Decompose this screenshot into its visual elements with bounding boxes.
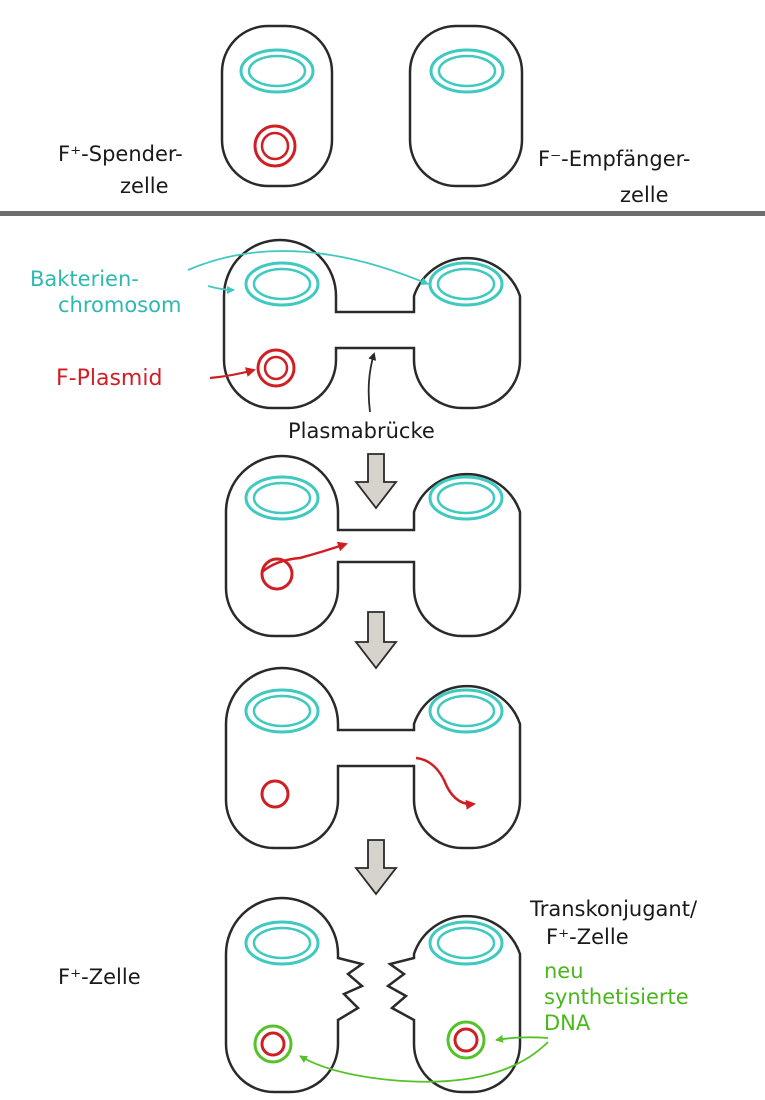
donor-label-line2: zelle <box>120 174 169 198</box>
stage-5-left-chromosome-inner <box>252 926 312 960</box>
stage-4-strand <box>415 756 476 810</box>
stage-3-right-chromosome-inner <box>436 481 496 515</box>
stage-2-bridge <box>187 238 522 413</box>
recipient-cell <box>408 24 524 188</box>
chromosome-pointer-left <box>207 285 235 294</box>
chromosome-label-line1: Bakterien- <box>30 267 139 291</box>
stage-2-right-chromosome <box>428 261 504 307</box>
stage-2-plasmid-inner <box>263 355 289 381</box>
stage-3-left-chromosome <box>244 475 320 521</box>
stage-2-cells-outline <box>222 238 522 410</box>
donor-label-line1: F⁺-Spender- <box>58 142 183 166</box>
donor-chromosome <box>239 48 315 94</box>
stage-2-left-chromosome-inner <box>252 267 312 301</box>
down-arrow-3 <box>354 839 398 896</box>
stage-4-plasmid <box>260 779 290 809</box>
bridge-label: Plasmabrücke <box>288 419 435 443</box>
stage-5-right-plasmid <box>453 1027 479 1053</box>
f-plus-cell-label: F⁺-Zelle <box>58 965 141 989</box>
new-dna-pointer-left <box>299 1041 549 1083</box>
donor-cell <box>220 24 334 188</box>
new-dna-pointer-right <box>495 1034 549 1043</box>
stage-3-cells-outline <box>224 454 522 638</box>
donor-plasmid-inner <box>260 131 290 161</box>
recipient-label-line1: F⁻-Empfänger- <box>538 147 691 171</box>
stage-5-right-chromosome-inner <box>436 926 496 960</box>
stage-5-right-cell <box>385 914 522 1094</box>
stage-5-separated <box>224 896 549 1094</box>
stage-4-strand-transferred <box>224 666 522 850</box>
stage-4-left-chromosome <box>244 688 320 734</box>
stage-5-right-chromosome <box>428 920 504 966</box>
recipient-chromosome-inner <box>437 54 497 88</box>
stage-2-right-chromosome-inner <box>436 267 496 301</box>
plasmid-pointer <box>209 367 256 380</box>
plasmid-label: F-Plasmid <box>56 366 163 391</box>
stage-2-left-chromosome <box>244 261 320 307</box>
bridge-pointer <box>367 352 377 413</box>
chromosome-pointer-right <box>187 250 429 285</box>
stage-3-right-chromosome <box>428 475 504 521</box>
stage-4-left-chromosome-inner <box>252 694 312 728</box>
new-dna-label-line1: neu <box>544 959 584 983</box>
chromosome-label-line2: chromosom <box>58 293 182 317</box>
donor-chromosome-inner <box>247 54 307 88</box>
transconjugant-label-line2: F⁺-Zelle <box>546 925 629 949</box>
stage-3-left-chromosome-inner <box>252 481 312 515</box>
donor-plasmid <box>253 124 297 168</box>
divider-line <box>0 211 765 216</box>
down-arrow-1 <box>354 453 398 510</box>
stage-3-plasmid <box>260 557 294 591</box>
new-dna-label-line3: DNA <box>544 1011 591 1035</box>
stage-5-left-chromosome <box>244 920 320 966</box>
recipient-label-line2: zelle <box>620 183 669 207</box>
transconjugant-label-line1: Transkonjugant/ <box>530 897 698 921</box>
new-dna-label-line2: synthetisierte <box>544 985 689 1009</box>
recipient-chromosome <box>429 48 505 94</box>
stage-5-right-new-dna <box>446 1020 486 1060</box>
stage-1-separate-cells <box>220 24 524 188</box>
stage-3-transfer-start <box>224 454 522 638</box>
stage-2-plasmid <box>256 348 296 388</box>
stage-3-strand <box>261 541 348 573</box>
stage-4-right-chromosome <box>428 688 504 734</box>
stage-5-left-plasmid <box>260 1031 286 1057</box>
stage-4-cells-outline <box>224 666 522 850</box>
stage-5-left-cell <box>224 896 365 1094</box>
stage-5-left-new-dna <box>253 1024 293 1064</box>
down-arrow-2 <box>354 611 398 670</box>
stage-4-right-chromosome-inner <box>436 694 496 728</box>
